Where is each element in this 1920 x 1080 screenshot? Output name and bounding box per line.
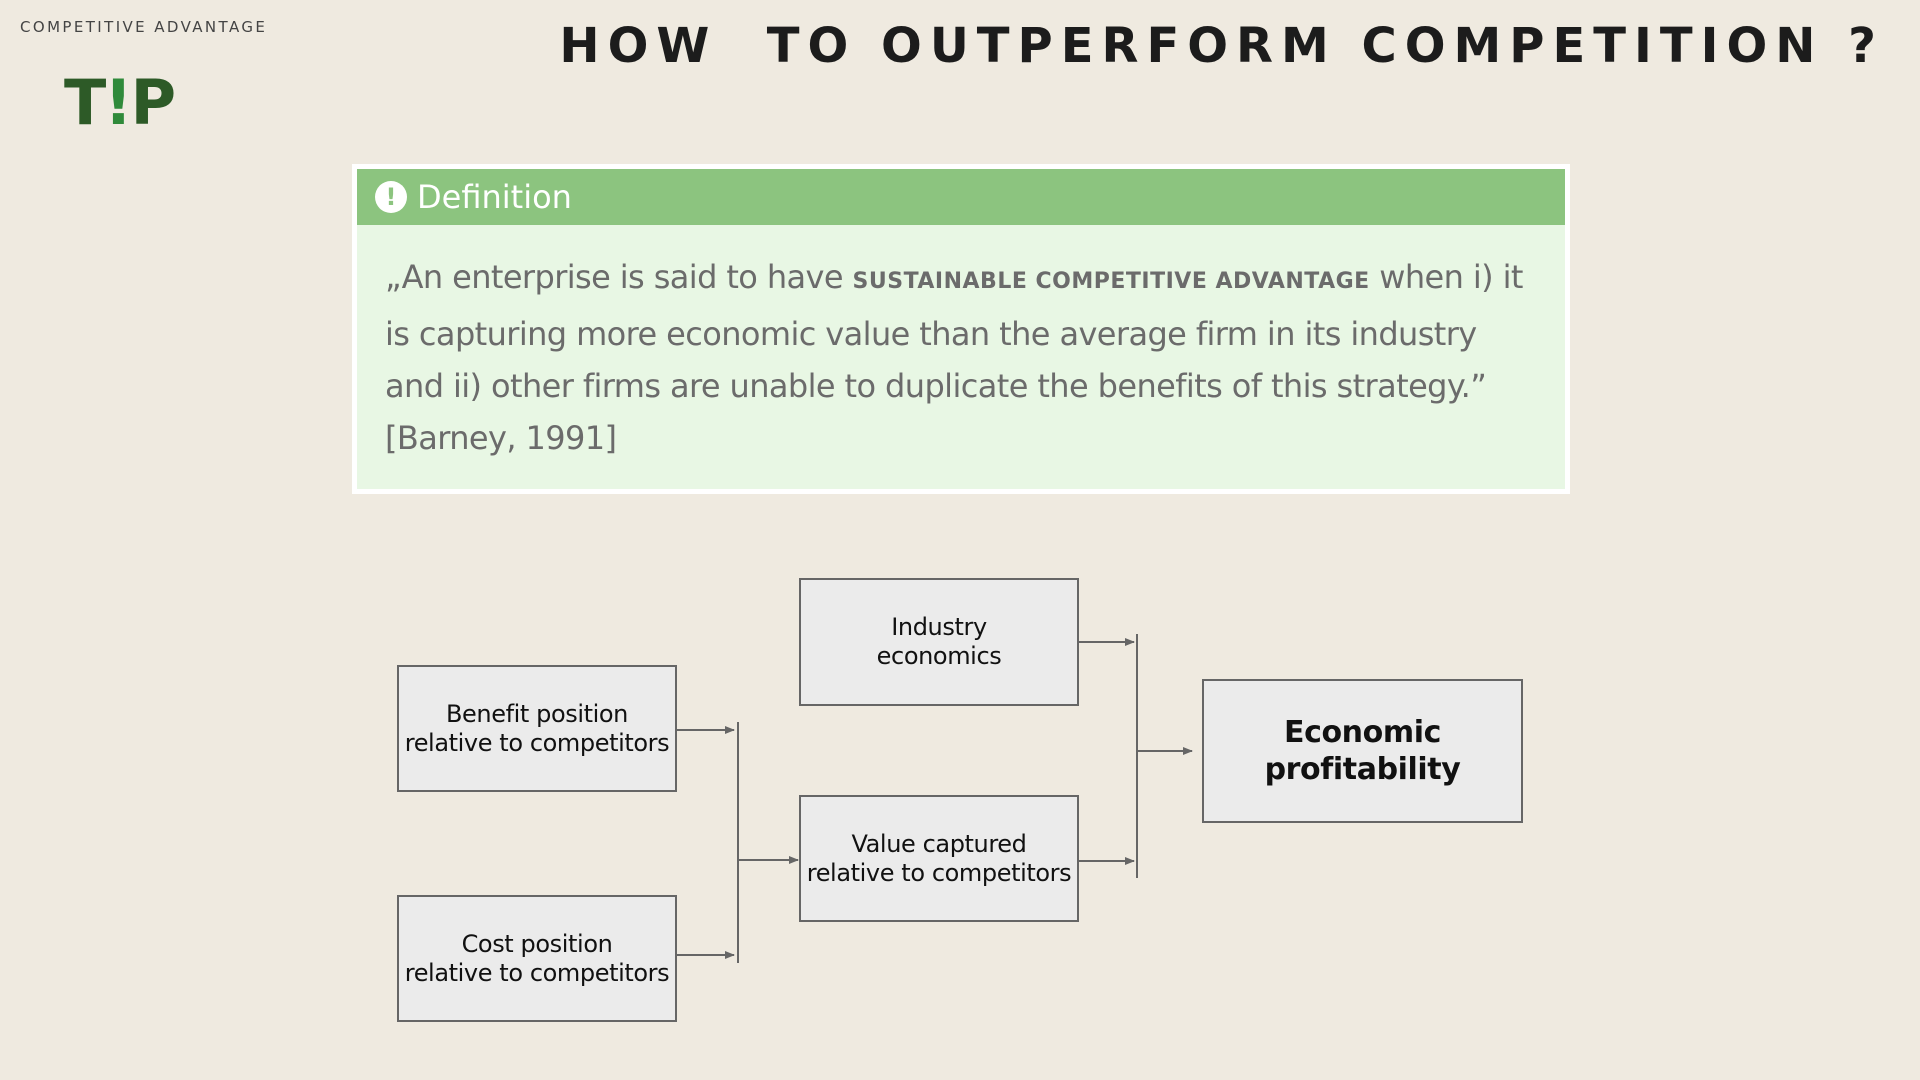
exclamation-circle-icon: !	[375, 181, 407, 213]
definition-highlight: SUSTAINABLE COMPETITIVE ADVANTAGE	[852, 269, 1370, 294]
logo-letter-p: P	[130, 66, 176, 139]
definition-box: ! Definition „An enterprise is said to h…	[352, 164, 1570, 494]
value-captured-node: Value captured relative to competitors	[799, 795, 1079, 922]
definition-text-start: „An enterprise is said to have	[385, 258, 853, 296]
cost-position-node: Cost position relative to competitors	[397, 895, 677, 1022]
definition-text: „An enterprise is said to have SUSTAINAB…	[357, 225, 1565, 464]
definition-header: ! Definition	[357, 169, 1565, 225]
definition-text-end: when i) it is capturing more economic va…	[385, 258, 1523, 405]
slide-title: HOW TO OUTPERFORM COMPETITION ?	[559, 18, 1884, 74]
economic-profitability-node: Economic profitability	[1202, 679, 1523, 823]
definition-title: Definition	[417, 178, 572, 216]
definition-citation: [Barney, 1991]	[385, 419, 617, 457]
tip-logo: T!P	[64, 72, 176, 134]
logo-letter-t: T	[64, 66, 106, 139]
logo-exclamation: !	[104, 66, 132, 139]
industry-economics-node: Industry economics	[799, 578, 1079, 706]
benefit-position-node: Benefit position relative to competitors	[397, 665, 677, 792]
section-label: COMPETITIVE ADVANTAGE	[20, 18, 268, 36]
